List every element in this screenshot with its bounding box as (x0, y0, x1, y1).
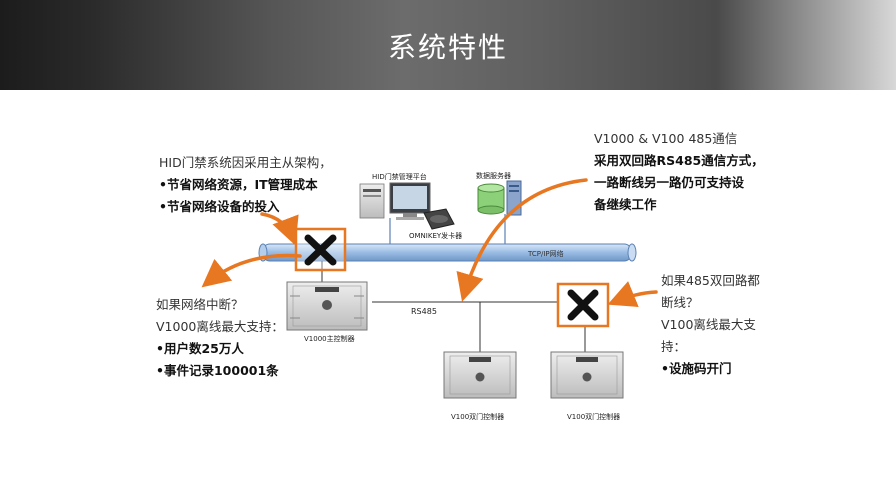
callout-text: V1000 & V100 485通信 (594, 131, 738, 146)
callout-text: 断线？ (661, 295, 699, 310)
callout-bullet: •节省网络设备的投入 (159, 199, 280, 214)
v100-controller-right-icon (550, 351, 624, 399)
callout-text: HID门禁系统因采用主从架构， (159, 155, 332, 170)
rs485-bus (372, 301, 586, 352)
callout-text: 一路断线另一路仍可支持设 (594, 175, 745, 190)
callout-bullet: •设施码开门 (661, 361, 732, 376)
callout-bottom-right: 如果485双回路都 断线？ V100离线最大支 持： •设施码开门 (661, 270, 760, 380)
omnikey-reader-icon (423, 208, 455, 230)
rs485-label: RS485 (411, 307, 437, 316)
callout-text: 如果485双回路都 (661, 273, 760, 288)
callout-bullet: •节省网络资源，IT管理成本 (159, 177, 318, 192)
workstation-icon (359, 182, 431, 220)
network-label: TCP/IP网络 (528, 250, 564, 258)
rs485-failure-mark (556, 282, 610, 328)
callout-top-left: HID门禁系统因采用主从架构， •节省网络资源，IT管理成本 •节省网络设备的投… (159, 152, 332, 218)
v100-controller-left-icon (443, 351, 517, 399)
callout-text: 备继续工作 (594, 197, 657, 212)
network-failure-mark (294, 227, 347, 272)
page-title: 系统特性 (387, 31, 508, 64)
arrow-bottom-right (607, 281, 658, 308)
callout-text: V100离线最大支 (661, 317, 756, 332)
callout-text: 持： (661, 339, 687, 354)
callout-bullet: •事件记录100001条 (156, 363, 279, 378)
arrow-top-left (260, 212, 299, 246)
server-label: 数据服务器 (476, 172, 511, 180)
v1000-controller-icon (286, 281, 368, 331)
workstation-label: HID门禁管理平台 (372, 173, 427, 181)
v100-left-label: V100双门控制器 (451, 413, 505, 421)
v100-right-label: V100双门控制器 (567, 413, 621, 421)
callout-arrows (201, 178, 658, 308)
callout-text: 如果网络中断？ (156, 297, 244, 312)
v1000-label: V1000主控制器 (304, 335, 355, 343)
arrow-bottom-left (201, 253, 302, 288)
callout-bottom-left: 如果网络中断？ V1000离线最大支持： •用户数25万人 •事件记录10000… (156, 294, 284, 382)
callout-bullet: •用户数25万人 (156, 341, 244, 356)
callout-text: 采用双回路RS485通信方式， (594, 153, 764, 168)
reader-label: OMNIKEY发卡器 (409, 232, 463, 240)
header-bar (0, 0, 896, 90)
arrow-top-right (456, 178, 588, 302)
callout-top-right: V1000 & V100 485通信 采用双回路RS485通信方式， 一路断线另… (594, 128, 764, 216)
callout-text: V1000离线最大支持： (156, 319, 284, 334)
